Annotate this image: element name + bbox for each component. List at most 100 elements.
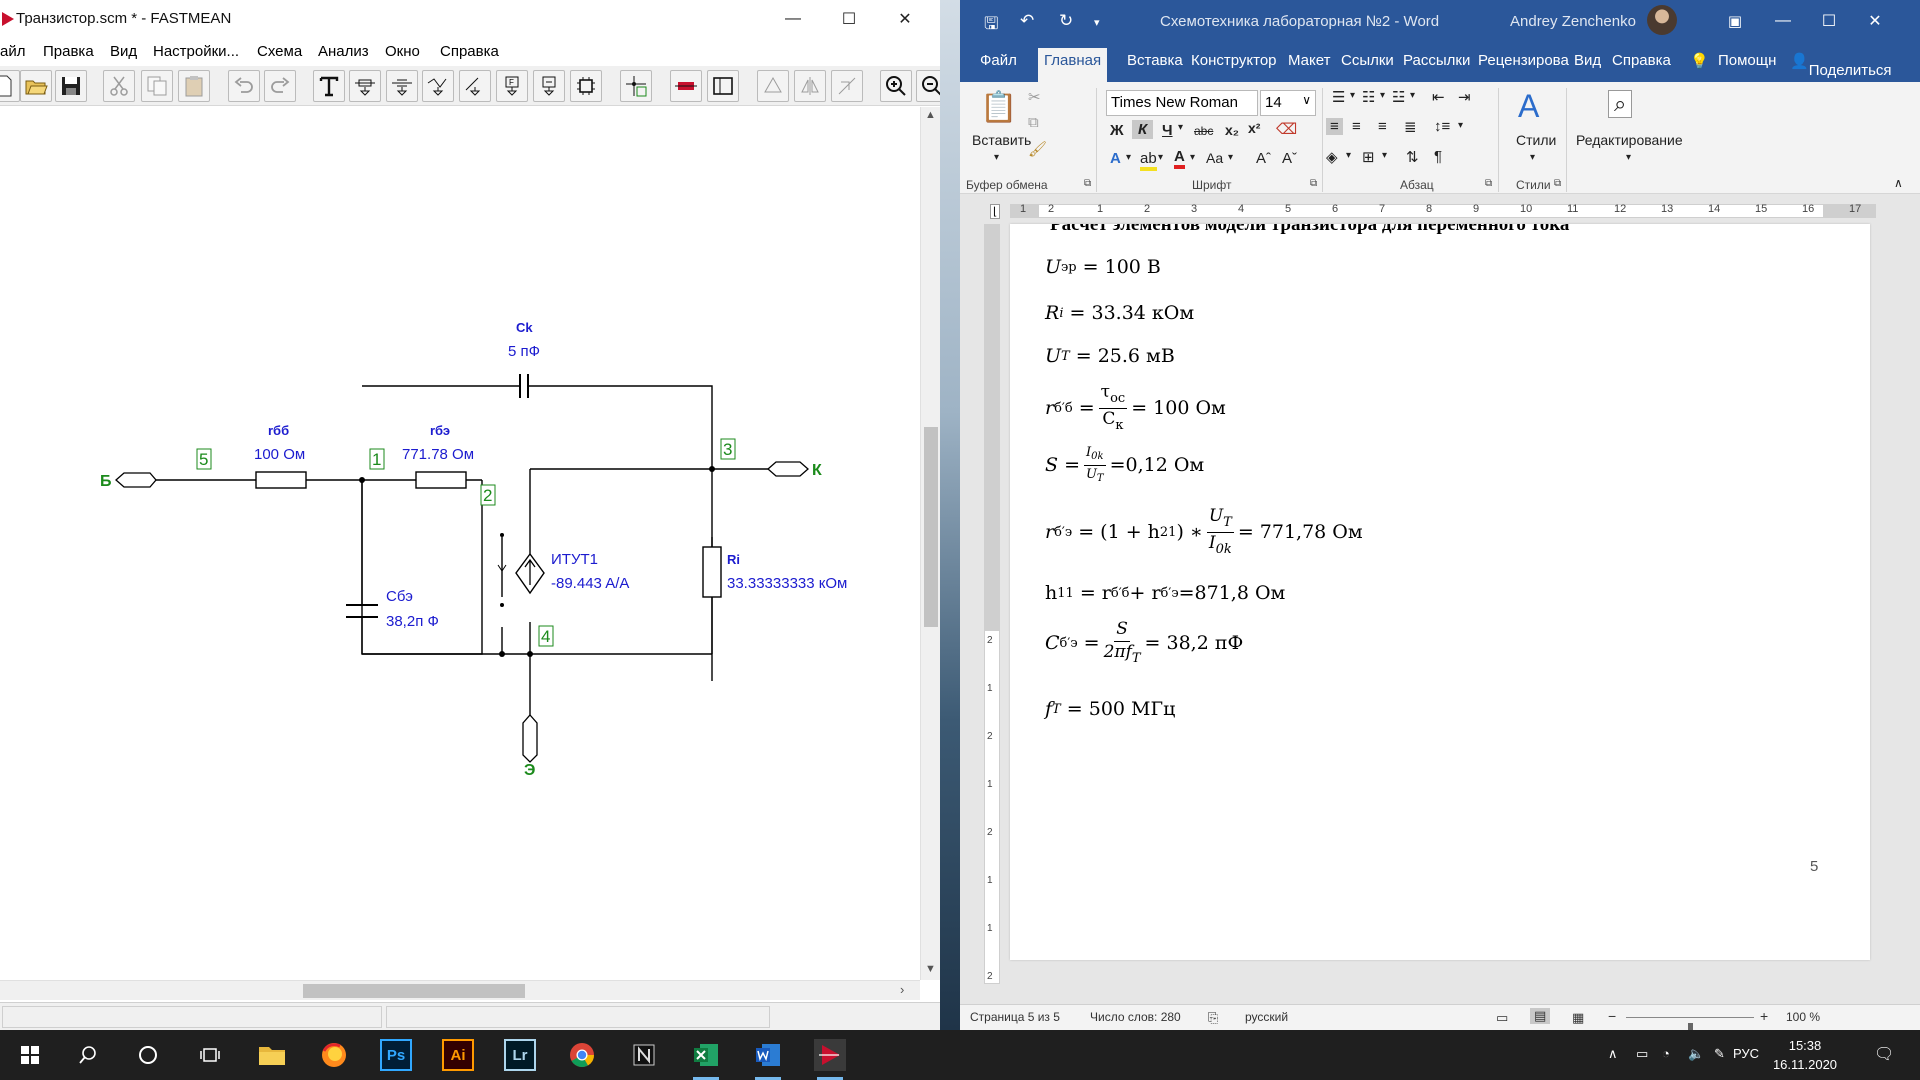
sort-icon[interactable]: ⇅	[1406, 149, 1419, 166]
cut-button[interactable]	[103, 70, 135, 102]
port-emitter[interactable]: Э	[522, 714, 538, 779]
read-mode-icon[interactable]: ▭	[1496, 1010, 1509, 1025]
zoom-slider-thumb[interactable]	[1688, 1023, 1693, 1030]
battery-icon[interactable]: ▭	[1636, 1046, 1649, 1061]
menu-view[interactable]: Вид	[110, 43, 138, 60]
schematic-canvas[interactable]: Ck 5 пФ rбб 100 Ом rбэ 771.78 Ом	[0, 107, 920, 980]
tab-home[interactable]: Главная	[1038, 48, 1108, 82]
fastmean-titlebar[interactable]: Транзистор.scm * - FASTMEAN — ☐ ✕	[0, 0, 940, 38]
align-right-button[interactable]: ≡	[1378, 118, 1387, 135]
text-effects-icon[interactable]: A	[1110, 150, 1121, 167]
port-collector[interactable]: К	[767, 461, 822, 479]
show-marks-icon[interactable]: ¶	[1434, 148, 1443, 165]
font-color-dropdown-icon[interactable]: ▾	[1190, 152, 1196, 163]
minimize-button[interactable]: —	[785, 10, 801, 27]
window-tool-button[interactable]	[707, 70, 739, 102]
resistor-rbe[interactable]: rбэ 771.78 Ом	[402, 423, 474, 489]
block-tool-button[interactable]	[533, 70, 565, 102]
underline-button[interactable]: Ч	[1162, 122, 1173, 139]
zoom-level[interactable]: 100 %	[1786, 1010, 1821, 1024]
avatar[interactable]	[1647, 5, 1677, 35]
status-page[interactable]: Страница 5 из 5	[970, 1010, 1060, 1024]
print-layout-icon[interactable]: ▤	[1530, 1008, 1551, 1024]
undo-icon[interactable]: ↶	[1020, 11, 1035, 30]
zoom-out-button[interactable]	[916, 70, 940, 102]
rotate-button[interactable]	[757, 70, 789, 102]
save-icon[interactable]: 🖫	[984, 14, 999, 33]
shrink-font-icon[interactable]: Aˇ	[1282, 150, 1297, 167]
redo-button[interactable]	[264, 70, 296, 102]
format-painter-icon[interactable]: 🖌	[1028, 141, 1048, 158]
superscript-button[interactable]: x²	[1248, 120, 1261, 136]
status-language[interactable]: русский	[1245, 1010, 1289, 1024]
multilevel-dropdown-icon[interactable]: ▾	[1410, 90, 1416, 101]
menu-settings[interactable]: Настройки...	[153, 43, 240, 60]
align-left-button[interactable]: ≡	[1326, 118, 1343, 135]
taskbar-lightroom[interactable]: Lr	[504, 1039, 536, 1071]
flip-button[interactable]	[831, 70, 863, 102]
document-page[interactable]: Расчёт элементов модели транзистора для …	[1010, 224, 1870, 960]
status-words[interactable]: Число слов: 280	[1090, 1010, 1181, 1024]
tab-mailings[interactable]: Рассылки	[1403, 52, 1471, 69]
ground-tool-button[interactable]	[459, 70, 491, 102]
styles-launcher-icon[interactable]: ⧉	[1554, 178, 1562, 189]
menu-schema[interactable]: Схема	[257, 43, 303, 60]
web-layout-icon[interactable]: ▦	[1572, 1010, 1585, 1025]
tray-overflow-icon[interactable]: ∧	[1608, 1046, 1618, 1061]
justify-button[interactable]: ≣	[1404, 119, 1417, 136]
start-button[interactable]	[14, 1039, 46, 1071]
grow-font-icon[interactable]: Aˆ	[1256, 150, 1271, 167]
menu-analysis[interactable]: Анализ	[318, 43, 369, 60]
numbering-icon[interactable]: ☷	[1362, 89, 1376, 106]
change-case-dropdown-icon[interactable]: ▾	[1228, 152, 1234, 163]
canvas-horizontal-scrollbar[interactable]: ›	[0, 980, 920, 1000]
collapse-ribbon-icon[interactable]: ∧	[1894, 176, 1903, 190]
font-name-box[interactable]: Times New Roman	[1106, 90, 1258, 116]
task-view-button[interactable]	[194, 1039, 226, 1071]
capacitor-tool-button[interactable]	[386, 70, 418, 102]
clear-formatting-icon[interactable]: ⌫	[1276, 121, 1298, 138]
redo-icon[interactable]: ↻	[1059, 11, 1074, 30]
taskbar-chrome[interactable]	[566, 1039, 598, 1071]
underline-dropdown-icon[interactable]: ▾	[1178, 122, 1184, 133]
horizontal-scroll-thumb[interactable]	[303, 984, 525, 998]
cortana-button[interactable]	[132, 1039, 164, 1071]
resistor-rbb[interactable]: rбб 100 Ом	[254, 423, 307, 489]
multilevel-list-icon[interactable]: ☳	[1392, 89, 1406, 106]
pen-icon[interactable]: ✎	[1714, 1046, 1725, 1061]
search-button[interactable]	[72, 1039, 104, 1071]
port-base[interactable]: Б	[100, 472, 157, 490]
word-titlebar[interactable]: 🖫 ↶ ↻ ▾ Схемотехника лабораторная №2 - W…	[960, 0, 1920, 42]
borders-icon[interactable]: ⊞	[1362, 149, 1375, 166]
line-spacing-icon[interactable]: ↕≡	[1434, 118, 1451, 135]
zoom-in-button[interactable]	[880, 70, 912, 102]
zoom-in-icon[interactable]: +	[1760, 1008, 1769, 1024]
taskbar-illustrator[interactable]: Ai	[442, 1039, 474, 1071]
text-tool-button[interactable]	[313, 70, 345, 102]
clipboard-launcher-icon[interactable]: ⧉	[1084, 178, 1092, 189]
inductor-tool-button[interactable]	[422, 70, 454, 102]
vertical-ruler[interactable]: 21212112345	[984, 224, 1000, 1030]
resistor-tool-button[interactable]	[349, 70, 381, 102]
node-tool-button[interactable]	[620, 70, 652, 102]
shading-icon[interactable]: ◈	[1326, 149, 1338, 166]
close-button[interactable]: ✕	[898, 11, 912, 28]
tab-selector-icon[interactable]: ⌊	[990, 204, 1001, 219]
line-spacing-dropdown-icon[interactable]: ▾	[1458, 120, 1464, 131]
ribbon-display-icon[interactable]: ▣	[1727, 13, 1743, 30]
cut-icon[interactable]: ✂	[1028, 89, 1041, 106]
network-icon[interactable]: ◔	[1662, 1046, 1670, 1061]
user-name[interactable]: Andrey Zenchenko	[1510, 13, 1636, 30]
probe-tool-button[interactable]	[670, 70, 702, 102]
font-size-box[interactable]: 14∨	[1260, 90, 1316, 116]
tab-help[interactable]: Справка	[1612, 52, 1671, 69]
menu-edit[interactable]: Правка	[43, 43, 94, 60]
tab-view[interactable]: Вид	[1574, 52, 1602, 69]
undo-button[interactable]	[228, 70, 260, 102]
clock[interactable]: 15:38 16.11.2020	[1760, 1036, 1850, 1074]
paragraph-launcher-icon[interactable]: ⧉	[1485, 178, 1493, 189]
taskbar-notion[interactable]	[628, 1039, 660, 1071]
